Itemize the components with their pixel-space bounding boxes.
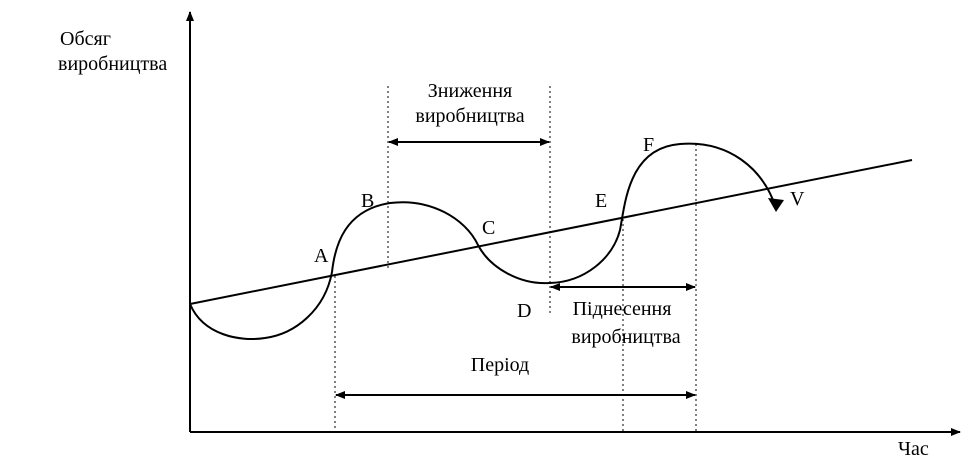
decline-label-line2: виробництва — [415, 105, 525, 127]
curve-arrowhead — [768, 198, 784, 212]
y-axis-label-line1: Обсяг — [60, 28, 111, 50]
rise-label-line1: Піднесення — [572, 298, 672, 320]
trend-line — [189, 159, 913, 305]
x-axis-label: Час — [898, 438, 929, 460]
point-label-d: D — [517, 300, 532, 322]
period-label: Період — [470, 354, 530, 376]
y-axis-label-line2: виробництва — [58, 53, 168, 75]
decline-label-line1: Зниження — [427, 80, 513, 102]
point-label-e: E — [595, 190, 608, 212]
point-label-c: C — [482, 217, 496, 239]
dotted-guides — [334, 86, 697, 432]
point-label-v: V — [790, 188, 805, 210]
point-label-b: B — [361, 190, 375, 212]
point-label-a: A — [314, 245, 329, 267]
cycle-curve — [189, 142, 777, 340]
rise-label-line2: виробництва — [571, 326, 681, 348]
point-label-f: F — [643, 134, 655, 156]
